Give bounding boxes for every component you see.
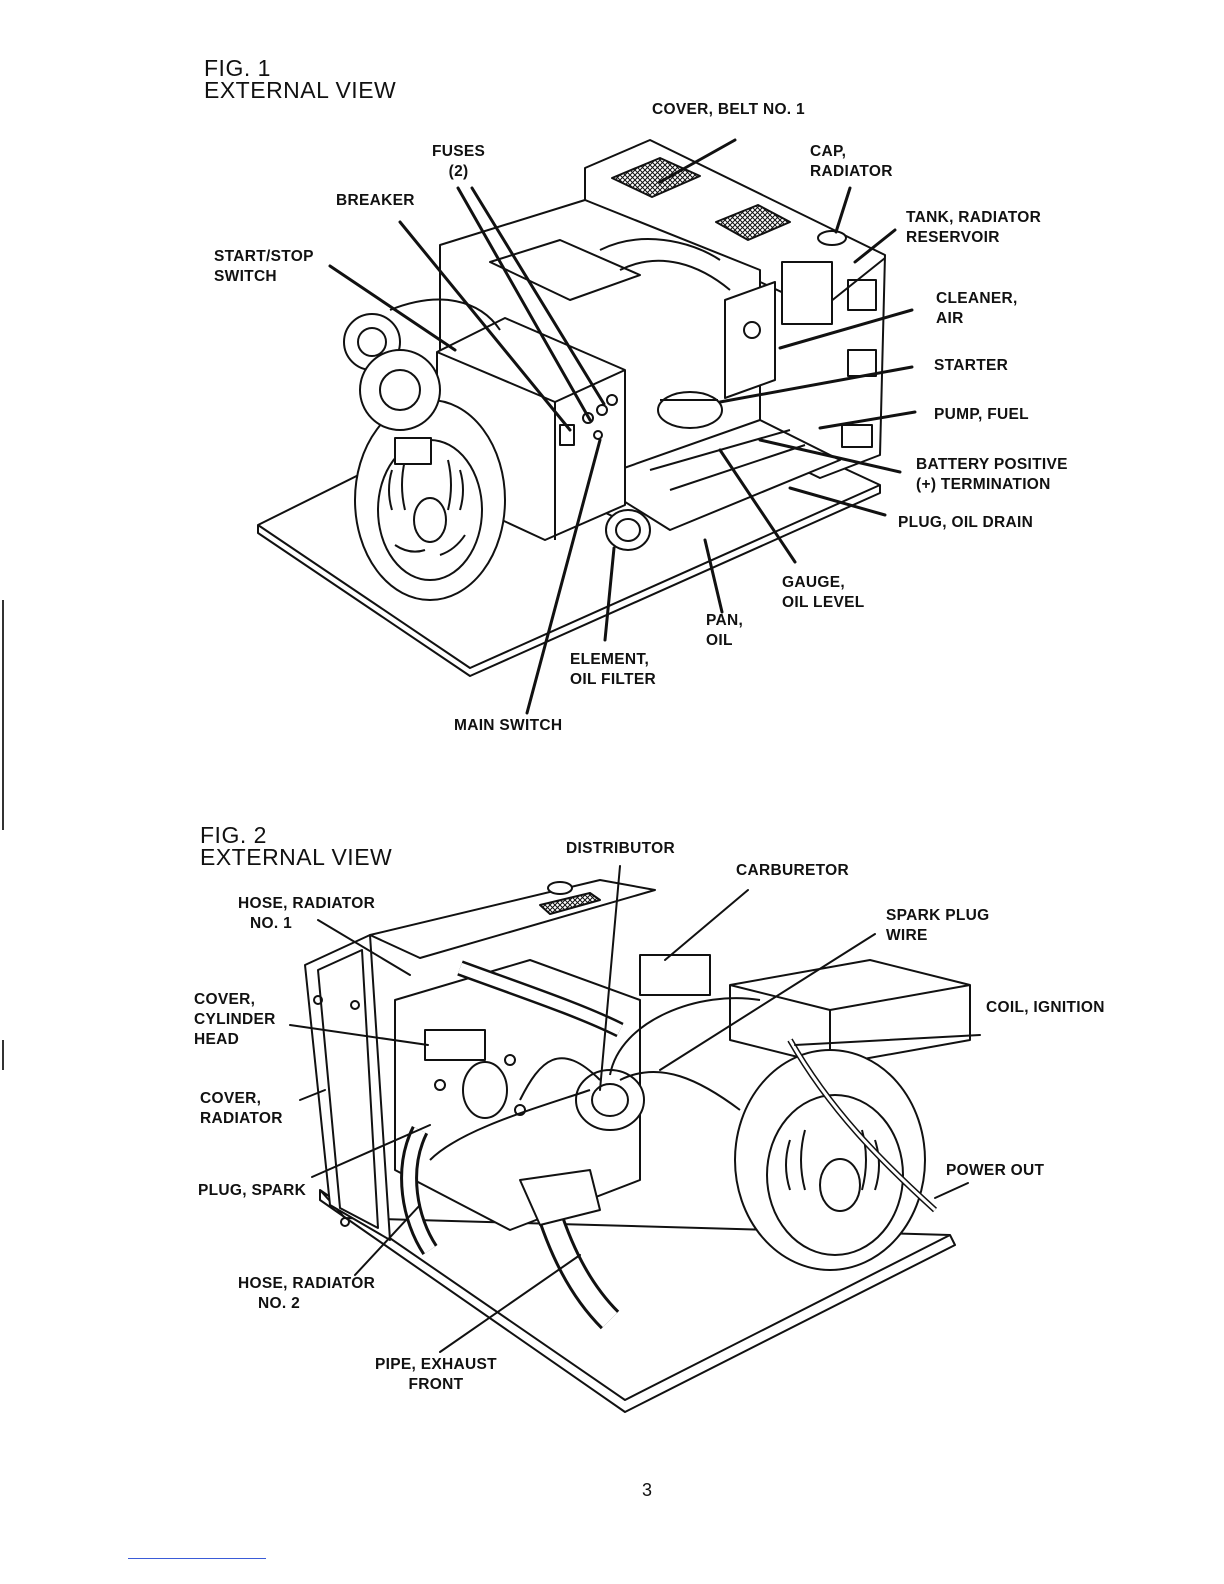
- label-main-switch: MAIN SWITCH: [454, 717, 563, 734]
- label-gauge-oil-level: GAUGE, OIL LEVEL: [782, 574, 865, 611]
- label-power-out: POWER OUT: [946, 1162, 1045, 1179]
- fig1-engine-drawing: [257, 139, 886, 677]
- label-tank-reservoir: TANK, RADIATOR RESERVOIR: [906, 209, 1042, 246]
- label-pipe-exhaust-front: PIPE, EXHAUST FRONT: [375, 1356, 497, 1393]
- label-cleaner-air: CLEANER, AIR: [936, 290, 1018, 327]
- fig1-number: FIG. 1: [204, 55, 271, 81]
- label-spark-plug-wire: SPARK PLUG WIRE: [886, 907, 990, 944]
- label-coil-ignition: COIL, IGNITION: [986, 999, 1105, 1016]
- fig1-heading: EXTERNAL VIEW: [204, 77, 397, 103]
- fig2-heading: EXTERNAL VIEW: [200, 844, 393, 870]
- label-distributor: DISTRIBUTOR: [566, 840, 675, 857]
- label-cover-belt: COVER, BELT NO. 1: [652, 101, 805, 118]
- scan-edge-mark-2: [2, 1040, 4, 1070]
- footer-rule: [128, 1558, 266, 1559]
- label-pump-fuel: PUMP, FUEL: [934, 406, 1029, 423]
- label-element-oil-filter: ELEMENT, OIL FILTER: [570, 651, 656, 688]
- label-start-stop-switch: START/STOP SWITCH: [214, 248, 314, 285]
- fig2-number: FIG. 2: [200, 822, 267, 848]
- label-cap-radiator: CAP, RADIATOR: [810, 143, 893, 180]
- fig2-leader-lines: [289, 865, 981, 1353]
- label-plug-oil-drain: PLUG, OIL DRAIN: [898, 514, 1034, 531]
- label-fuses: FUSES (2): [432, 143, 486, 180]
- label-breaker: BREAKER: [336, 192, 415, 209]
- page-number: 3: [642, 1480, 653, 1500]
- fig2-engine-drawing: [304, 879, 971, 1413]
- label-hose-radiator-1: HOSE, RADIATOR NO. 1: [238, 895, 376, 932]
- fig1-leader-lines: [328, 138, 917, 715]
- fig1-title: FIG. 1 EXTERNAL VIEW: [204, 55, 397, 103]
- label-plug-spark: PLUG, SPARK: [198, 1182, 307, 1199]
- label-battery-positive: BATTERY POSITIVE (+) TERMINATION: [916, 456, 1068, 493]
- fig2-title: FIG. 2 EXTERNAL VIEW: [200, 822, 393, 870]
- label-cover-cylinder-head: COVER, CYLINDER HEAD: [194, 991, 276, 1048]
- scan-edge-mark: [2, 600, 4, 830]
- label-pan-oil: PAN, OIL: [706, 612, 744, 649]
- label-cover-radiator: COVER, RADIATOR: [200, 1090, 283, 1127]
- label-carburetor: CARBURETOR: [736, 862, 849, 879]
- label-starter: STARTER: [934, 357, 1009, 374]
- label-hose-radiator-2: HOSE, RADIATOR NO. 2: [238, 1275, 376, 1312]
